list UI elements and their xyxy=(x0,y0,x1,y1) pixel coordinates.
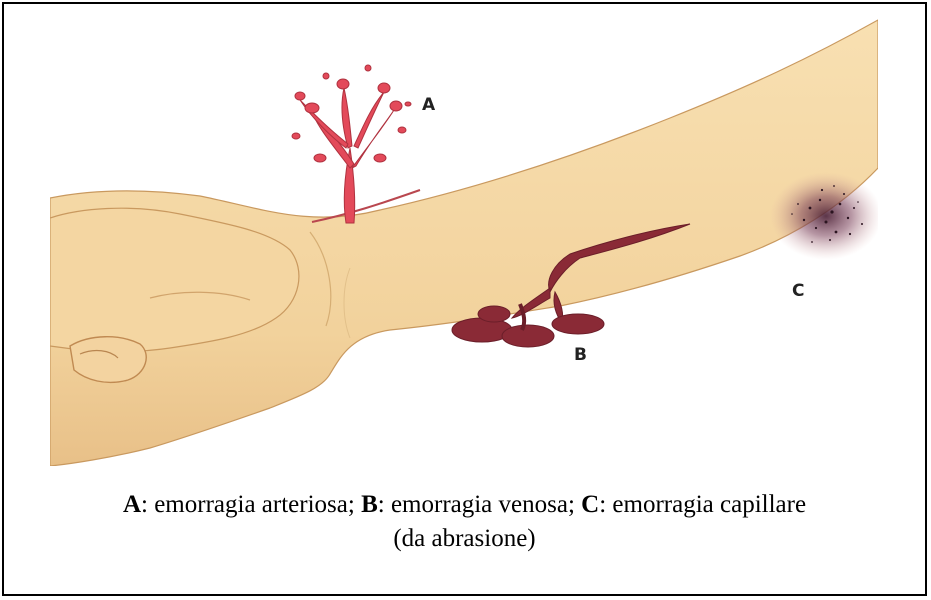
caption-text-a: : emorragia arteriosa; xyxy=(141,491,361,518)
illustration-svg: A B C xyxy=(50,18,878,466)
caption-text-b: : emorragia venosa; xyxy=(378,491,581,518)
caption-key-b: B xyxy=(361,491,378,518)
marker-c: C xyxy=(792,281,804,301)
caption-key-a: A xyxy=(123,491,141,518)
abrasion-bruise xyxy=(770,172,878,260)
marker-a: A xyxy=(422,95,436,115)
figure-caption: A: emorragia arteriosa; B: emorragia ven… xyxy=(4,488,925,556)
caption-line-1: A: emorragia arteriosa; B: emorragia ven… xyxy=(4,488,925,522)
marker-b: B xyxy=(574,345,587,365)
arm-bleeding-illustration: A B C xyxy=(50,18,878,466)
caption-key-c: C xyxy=(581,491,599,518)
caption-text-c: : emorragia capillare xyxy=(599,491,806,518)
caption-line-2: (da abrasione) xyxy=(4,522,925,556)
